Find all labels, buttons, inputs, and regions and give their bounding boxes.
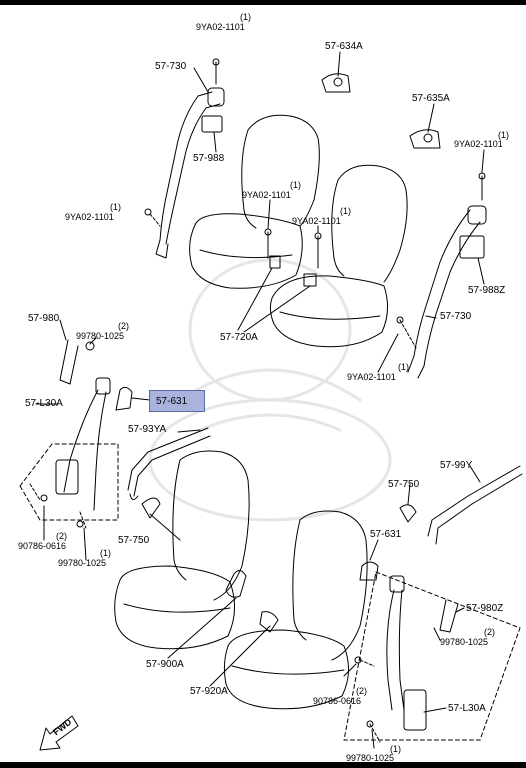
belt-57-93ya xyxy=(127,427,211,519)
front-right-seat xyxy=(223,510,368,710)
front-left-seat xyxy=(114,450,250,650)
qty-9ya02-a: (1) xyxy=(240,12,251,22)
label-57-635a[interactable]: 57-635A xyxy=(412,93,450,104)
label-57-988[interactable]: 57-988 xyxy=(193,153,225,164)
label-57-920a[interactable]: 57-920A xyxy=(190,686,228,697)
bottom-border xyxy=(0,762,526,768)
qty-99780-b: (1) xyxy=(100,548,111,558)
label-90786-0616-right[interactable]: 90786-0616 xyxy=(313,696,362,706)
label-9ya02-1101-e[interactable]: 9YA02-1101 xyxy=(292,216,341,226)
qty-99780-d: (1) xyxy=(390,744,401,754)
qty-99780-a: (2) xyxy=(118,321,129,331)
anchor-57-635a xyxy=(409,129,441,149)
label-99780-1025-c[interactable]: 99780-1025 xyxy=(440,637,489,647)
label-99780-1025-b[interactable]: 99780-1025 xyxy=(58,558,107,568)
qty-9ya02-c: (1) xyxy=(290,180,301,190)
highlight-57-631[interactable]: 57-631 xyxy=(149,390,205,412)
label-99780-1025-d[interactable]: 99780-1025 xyxy=(346,753,395,763)
label-57-631-highlighted: 57-631 xyxy=(156,396,188,407)
label-9ya02-1101-d[interactable]: 9YA02-1101 xyxy=(65,212,114,222)
belt-57-730-left xyxy=(144,58,225,259)
label-9ya02-1101-a[interactable]: 9YA02-1101 xyxy=(196,22,245,32)
label-57-l30a-right[interactable]: 57-L30A xyxy=(448,703,486,714)
qty-90786-left: (2) xyxy=(56,531,67,541)
label-57-980[interactable]: 57-980 xyxy=(28,313,60,324)
label-57-750-right[interactable]: 57-750 xyxy=(388,479,420,490)
label-9ya02-1101-c[interactable]: 9YA02-1101 xyxy=(242,190,291,200)
retractor-57-l30a-right xyxy=(343,561,521,743)
label-57-93ya[interactable]: 57-93YA xyxy=(128,424,167,435)
rear-left-seat xyxy=(189,114,320,289)
label-57-l30a-left[interactable]: 57-L30A xyxy=(25,398,63,409)
top-border xyxy=(0,0,526,5)
label-90786-0616-left[interactable]: 90786-0616 xyxy=(18,541,67,551)
buckle-57-720a xyxy=(237,228,322,333)
label-57-730-left[interactable]: 57-730 xyxy=(155,61,187,72)
label-57-634a[interactable]: 57-634A xyxy=(325,41,363,52)
anchor-57-634a xyxy=(321,73,351,93)
belt-57-730-right xyxy=(396,172,487,379)
qty-9ya02-d: (1) xyxy=(110,202,121,212)
qty-99780-c: (2) xyxy=(484,627,495,637)
label-57-988z[interactable]: 57-988Z xyxy=(468,285,506,296)
label-57-730-right[interactable]: 57-730 xyxy=(440,311,472,322)
label-57-980z[interactable]: 57-980Z xyxy=(466,603,504,614)
label-57-631-right[interactable]: 57-631 xyxy=(370,529,402,540)
label-9ya02-1101-b[interactable]: 9YA02-1101 xyxy=(454,139,503,149)
label-57-720a[interactable]: 57-720A xyxy=(220,332,258,343)
qty-9ya02-b: (1) xyxy=(498,130,509,140)
leader-lines xyxy=(35,51,485,749)
label-57-750-left[interactable]: 57-750 xyxy=(118,535,150,546)
label-9ya02-1101-f[interactable]: 9YA02-1101 xyxy=(347,372,396,382)
label-57-900a[interactable]: 57-900A xyxy=(146,659,184,670)
retractor-57-l30a-left xyxy=(19,339,133,529)
rear-right-seat xyxy=(269,164,408,348)
qty-9ya02-f: (1) xyxy=(398,362,409,372)
qty-9ya02-e: (1) xyxy=(340,206,351,216)
forward-direction-arrow-icon xyxy=(39,715,79,751)
belt-57-99y xyxy=(399,465,523,545)
buckles-front-seats xyxy=(225,570,279,633)
label-57-99y[interactable]: 57-99Y xyxy=(440,460,473,471)
watermark-emblem xyxy=(148,258,392,522)
qty-90786-right: (2) xyxy=(356,686,367,696)
label-99780-1025-a[interactable]: 99780-1025 xyxy=(76,331,125,341)
